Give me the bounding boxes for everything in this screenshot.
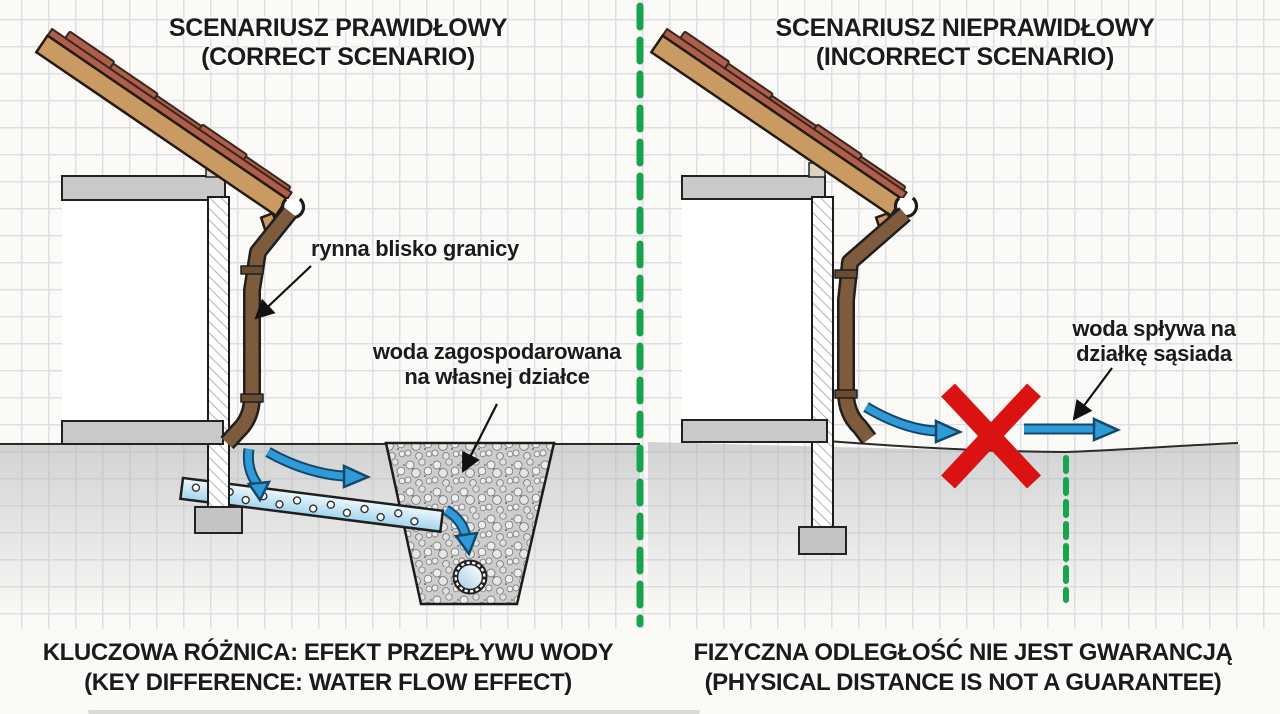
pipe-cross-section <box>452 559 488 595</box>
right-caption: FIZYCZNA ODLEGŁOŚĆ NIE JEST GWARANCJĄ (P… <box>663 638 1263 698</box>
right-caption-line2: (PHYSICAL DISTANCE IS NOT A GUARANTEE) <box>704 669 1222 696</box>
water-managed-label: woda zagospodarowana na własnej działce <box>358 339 636 389</box>
right-downspout <box>834 207 911 445</box>
left-house <box>34 27 306 534</box>
left-downspout <box>220 206 298 450</box>
left-lower-slab <box>61 420 224 445</box>
water-neighbor-label: woda spływa na działkę sąsiada <box>1040 316 1268 366</box>
water-arrow-down-left-panel <box>242 448 272 503</box>
pointer-arrow-neighbor-label <box>1072 367 1113 421</box>
right-upper-slab <box>681 175 826 200</box>
red-x-icon <box>941 383 1041 489</box>
right-lower-slab <box>681 419 828 443</box>
left-caption: KLUCZOWA RÓŻNICA: EFEKT PRZEPŁYWU WODY (… <box>28 638 628 698</box>
left-panel-title: SCENARIUSZ PRAWIDŁOWY (CORRECT SCENARIO) <box>110 14 566 72</box>
right-wall-column <box>811 196 834 528</box>
water-neighbor-line2: działkę sąsiada <box>1076 341 1232 366</box>
water-arrow-into-pit <box>443 505 479 557</box>
gutter-label: rynna blisko granicy <box>311 236 519 261</box>
left-wall-column <box>207 196 230 508</box>
water-arrow-right-panel-1 <box>863 402 964 444</box>
water-managed-line2: na własnej działce <box>404 364 590 389</box>
right-panel-title: SCENARIUSZ NIEPRAWIDŁOWY (INCORRECT SCEN… <box>737 14 1193 72</box>
left-caption-line2: (KEY DIFFERENCE: WATER FLOW EFFECT) <box>84 669 572 696</box>
left-caption-line1: KLUCZOWA RÓŻNICA: EFEKT PRZEPŁYWU WODY <box>42 639 614 666</box>
water-arrow-right-left-panel <box>265 447 372 489</box>
right-roof <box>649 27 909 235</box>
soil-right <box>648 442 1240 622</box>
right-footing <box>798 526 847 555</box>
water-arrow-right-panel-2 <box>1024 417 1122 442</box>
bottom-edge-strip <box>88 710 700 714</box>
pointer-arrow-pit-label <box>462 403 498 473</box>
right-title-line2: (INCORRECT SCENARIO) <box>815 43 1115 71</box>
water-neighbor-line1: woda spływa na <box>1072 316 1236 341</box>
right-title-line1: SCENARIUSZ NIEPRAWIDŁOWY <box>775 14 1155 42</box>
ground-line-right <box>826 440 1239 454</box>
left-roof <box>34 27 294 235</box>
left-title-line1: SCENARIUSZ PRAWIDŁOWY <box>168 14 508 42</box>
right-house <box>649 27 919 555</box>
left-wall <box>62 200 208 423</box>
water-managed-line1: woda zagospodarowana <box>372 339 622 364</box>
left-soakaway-pit <box>384 441 556 606</box>
left-upper-slab <box>61 175 226 201</box>
diagram-canvas <box>0 2 1240 628</box>
pointer-arrow-gutter-label <box>254 265 312 320</box>
right-wall <box>682 199 812 422</box>
right-caption-line1: FIZYCZNA ODLEGŁOŚĆ NIE JEST GWARANCJĄ <box>693 639 1233 666</box>
left-footing <box>194 506 243 534</box>
left-title-line2: (CORRECT SCENARIO) <box>201 43 475 71</box>
